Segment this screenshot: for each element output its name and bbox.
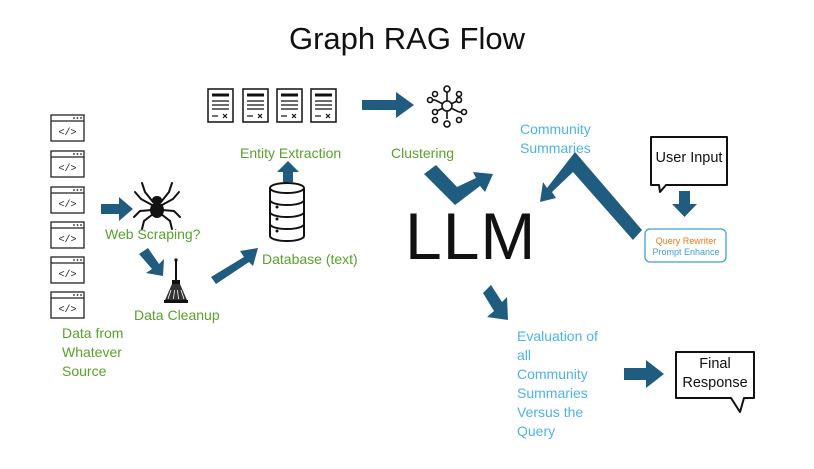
community-summaries-label-line-1: Community xyxy=(520,121,591,137)
data-source-label-line-2: Whatever xyxy=(62,344,122,360)
svg-text:</>: </> xyxy=(58,199,76,211)
document-icon-3 xyxy=(276,88,303,123)
network-cluster-icon xyxy=(426,85,468,128)
final-response-label-line-1: Final xyxy=(699,356,731,372)
clustering-label: Clustering xyxy=(391,145,455,161)
document-icon-4 xyxy=(310,88,337,123)
arrow-to-entity-extraction xyxy=(277,161,299,182)
data-source-label-line-3: Source xyxy=(62,363,107,379)
entity-extraction-label: Entity Extraction xyxy=(240,145,342,161)
database-label: Database (text) xyxy=(262,251,358,267)
document-icon-2 xyxy=(242,88,269,123)
spider-icon xyxy=(133,182,181,230)
document-icon-1 xyxy=(207,88,234,123)
speech-bubble-icon-user-input xyxy=(650,136,728,193)
database-icon xyxy=(269,182,305,242)
svg-text:</>: </> xyxy=(58,269,76,281)
arrow-to-clustering xyxy=(362,92,414,118)
code-window-icon-5: </> xyxy=(50,256,85,284)
arrow-to-web-scraping xyxy=(101,197,133,221)
page-title: Graph RAG Flow xyxy=(288,21,525,56)
evaluation-label-line-2: all xyxy=(517,347,532,363)
arrow-to-database xyxy=(211,248,258,284)
svg-text:</>: </> xyxy=(58,127,76,139)
speech-bubble-icon-final-response xyxy=(675,351,755,413)
community-summaries-label-line-2: Summaries xyxy=(520,140,591,156)
data-cleanup-label: Data Cleanup xyxy=(134,307,220,323)
arrow-clustering-to-llm xyxy=(424,165,493,205)
code-window-icon-2: </> xyxy=(50,150,85,178)
evaluation-label-line-6: Query xyxy=(517,423,556,439)
arrow-query-to-llm xyxy=(540,152,642,240)
svg-text:</>: </> xyxy=(58,163,76,175)
evaluation-label-line-3: Community xyxy=(517,366,588,382)
user-input-label: User Input xyxy=(655,150,723,166)
data-source-label-line-1: Data from xyxy=(62,325,124,341)
svg-text:</>: </> xyxy=(58,234,76,246)
final-response-label-line-2: Response xyxy=(682,375,748,391)
code-window-icon-4: </> xyxy=(50,221,85,249)
code-window-icon-3: </> xyxy=(50,186,85,214)
code-window-icon-6: </> xyxy=(50,291,85,319)
query-rewriter-label: Query Rewriter xyxy=(655,236,717,246)
arrow-llm-to-evaluation xyxy=(483,285,508,320)
query-rewriter-box xyxy=(644,228,727,263)
evaluation-label-line-1: Evaluation of xyxy=(517,328,598,344)
evaluation-label-line-5: Versus the xyxy=(517,404,584,420)
arrow-to-data-cleanup xyxy=(139,248,164,276)
prompt-enhance-label: Prompt Enhance xyxy=(652,247,720,257)
code-window-icon-1: </> xyxy=(50,114,85,142)
arrow-to-query-rewriter xyxy=(672,191,697,217)
arrow-to-final-response xyxy=(624,360,664,388)
web-scraping-label: Web Scraping? xyxy=(105,226,201,242)
svg-text:</>: </> xyxy=(58,304,76,316)
broom-icon xyxy=(164,258,188,303)
llm-label: LLM xyxy=(405,199,537,273)
evaluation-label-line-4: Summaries xyxy=(517,385,588,401)
